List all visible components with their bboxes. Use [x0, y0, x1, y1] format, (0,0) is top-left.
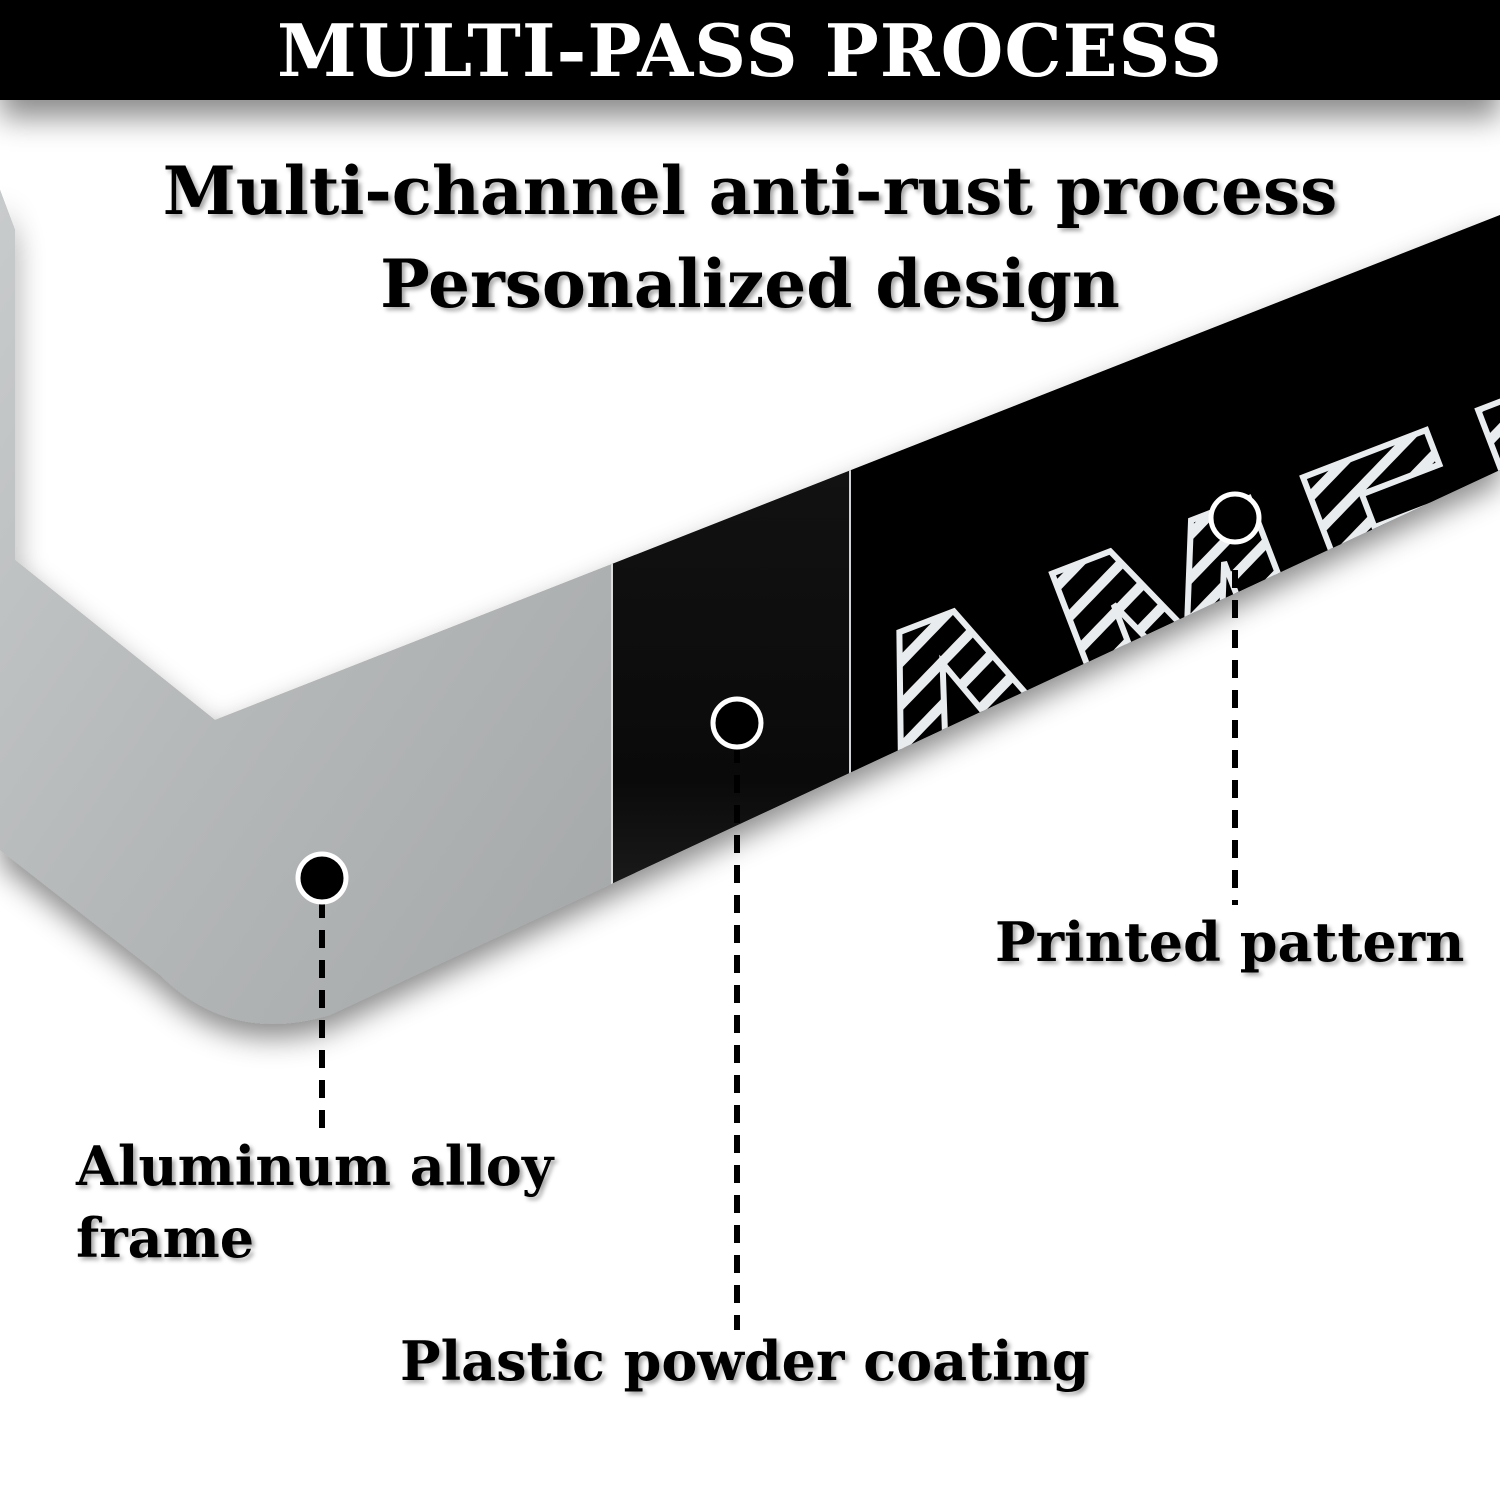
callout-aluminum-frame: Aluminum alloy frame [76, 1130, 553, 1274]
marker-coating [710, 696, 764, 750]
marker-aluminum [295, 851, 349, 905]
callout-plastic-coating: Plastic powder coating [400, 1329, 1090, 1393]
callout-printed-pattern: Printed pattern [995, 910, 1465, 974]
callout-aluminum-line-2: frame [76, 1206, 255, 1270]
marker-dots [295, 491, 1262, 905]
marker-printed [1208, 491, 1262, 545]
headline-line-1: Multi-channel anti-rust process [162, 152, 1338, 230]
top-banner: MULTI-PASS PROCESS [0, 0, 1500, 100]
callout-aluminum-line-1: Aluminum alloy [76, 1134, 554, 1198]
headline-line-2: Personalized design [380, 245, 1120, 323]
banner-title: MULTI-PASS PROCESS [277, 7, 1223, 93]
leader-lines [319, 540, 1238, 1330]
